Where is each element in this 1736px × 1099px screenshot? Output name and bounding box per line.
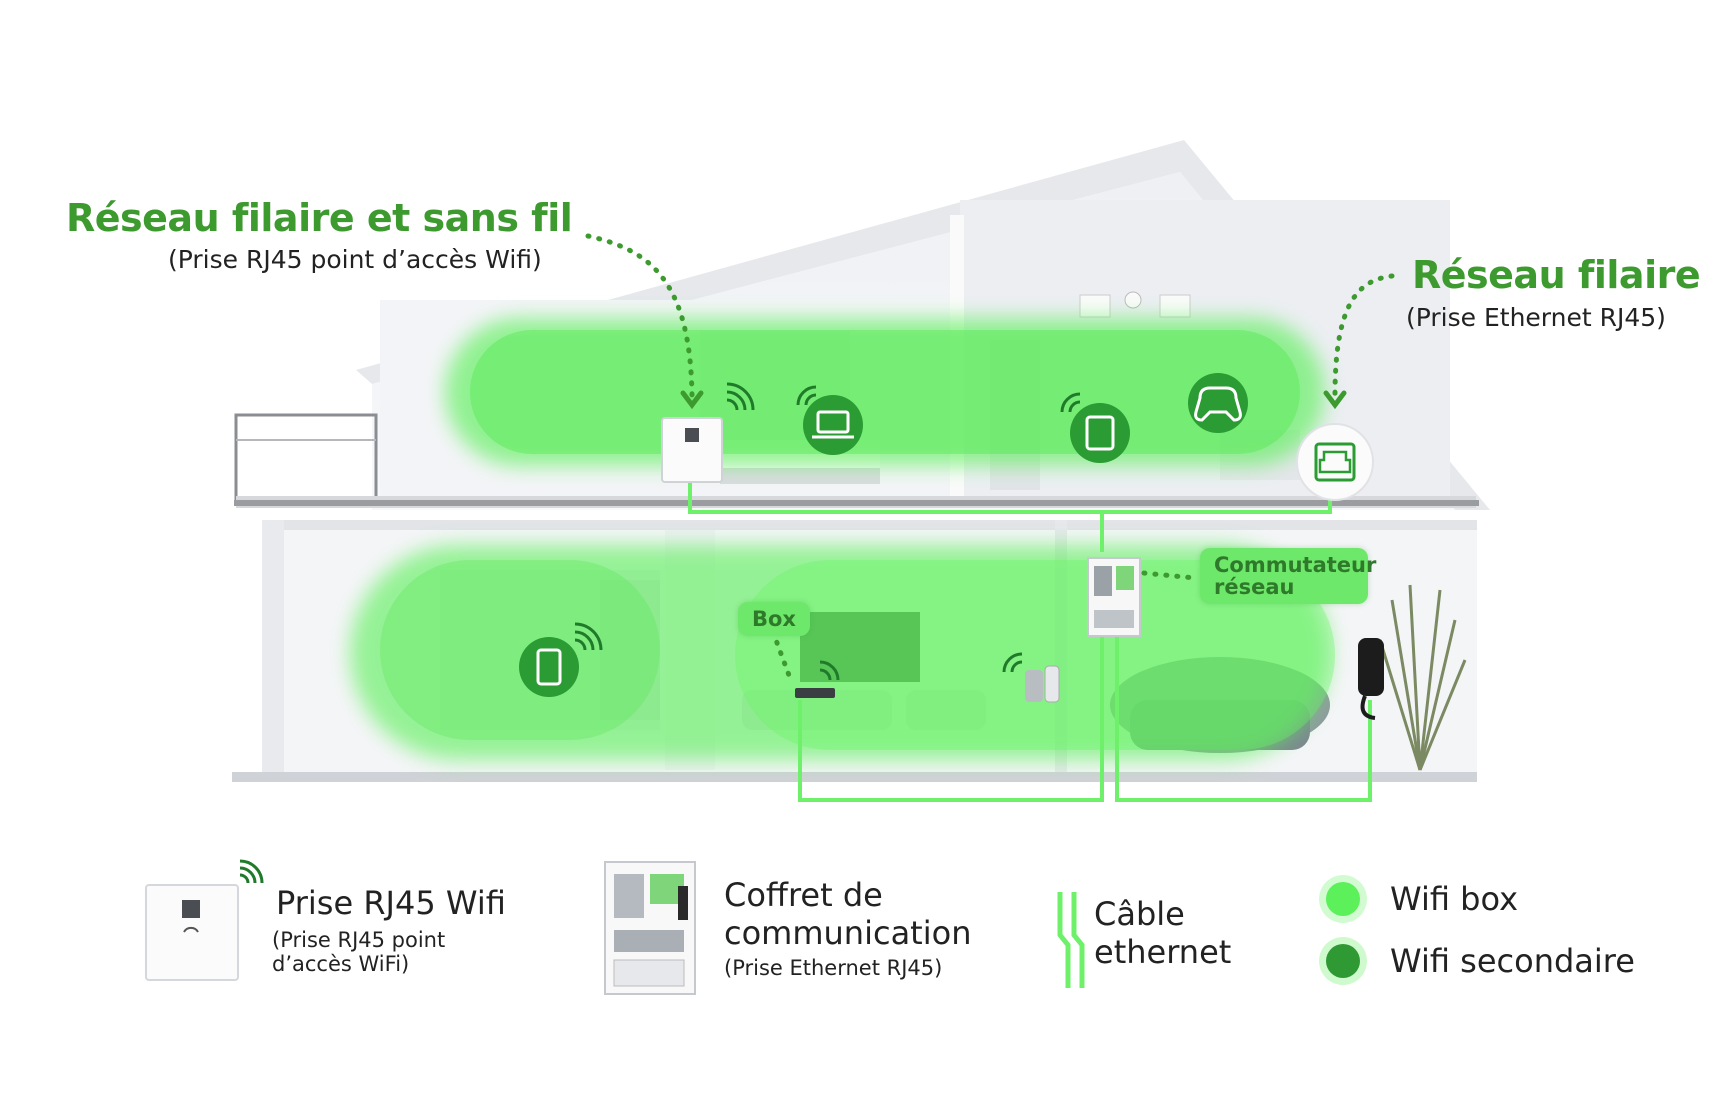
legend-coffret-sub: (Prise Ethernet RJ45) bbox=[724, 956, 943, 980]
callout-subtitle-wired: (Prise Ethernet RJ45) bbox=[1406, 303, 1666, 332]
legend-rj45-wifi: Prise RJ45 Wifi (Prise RJ45 point d’accè… bbox=[272, 884, 506, 976]
wifi-signal-icon bbox=[819, 660, 840, 681]
legend-rj45-wifi-title: Prise RJ45 Wifi bbox=[276, 884, 506, 922]
legend-cable: Câble ethernet bbox=[1094, 895, 1231, 971]
legend-cable-line2: ethernet bbox=[1094, 933, 1232, 971]
legend-rj45-outlet-image bbox=[145, 884, 239, 981]
wifi-signal-icon bbox=[796, 385, 817, 406]
wifi-signal-icon bbox=[726, 382, 755, 411]
callout-pointers bbox=[585, 233, 1395, 681]
legend-cable-symbol bbox=[1057, 892, 1085, 988]
arrow-head-right bbox=[1323, 390, 1347, 410]
internet-box-device bbox=[795, 688, 835, 698]
communication-cabinet bbox=[1087, 557, 1141, 637]
wifi-signal-icon bbox=[574, 622, 603, 651]
wifi-signal-icon bbox=[1002, 652, 1023, 673]
legend-rj45-wifi-sub-line2: d’accès WiFi) bbox=[272, 952, 410, 976]
gamepad-icon bbox=[1188, 373, 1248, 433]
callout-title-wired-wireless: Réseau filaire et sans fil bbox=[66, 196, 573, 240]
legend-rj45-wifi-sub-line1: (Prise RJ45 point bbox=[272, 928, 446, 952]
legend-coffret-title-line1: Coffret de bbox=[724, 876, 883, 914]
callout-subtitle-wired-wireless: (Prise RJ45 point d’accès Wifi) bbox=[168, 245, 542, 274]
network-switch-tag-line2: réseau bbox=[1214, 575, 1295, 599]
legend-coffret: Coffret de communication (Prise Ethernet… bbox=[724, 876, 971, 980]
callout-title-wired: Réseau filaire bbox=[1412, 253, 1701, 297]
tablet-icon bbox=[1070, 403, 1130, 463]
wifi-secondary-swatch bbox=[1326, 944, 1360, 978]
legend-wifi-box-label: Wifi box bbox=[1390, 880, 1518, 918]
legend-wifi-secondary: Wifi secondaire bbox=[1326, 942, 1635, 980]
wifi-signal-icon bbox=[239, 859, 264, 884]
ethernet-cables bbox=[688, 470, 1372, 802]
legend-wifi-secondary-label: Wifi secondaire bbox=[1390, 942, 1635, 980]
smart-speaker-device bbox=[1025, 665, 1060, 703]
laptop-icon bbox=[803, 395, 863, 455]
legend-wifi-box: Wifi box bbox=[1326, 880, 1518, 918]
wifi-box-swatch bbox=[1326, 882, 1360, 916]
network-switch-tag: Commutateur réseau bbox=[1200, 548, 1377, 604]
ev-charger-icon bbox=[1358, 638, 1384, 720]
wifi-signal-icon bbox=[1060, 392, 1081, 413]
network-switch-tag-line1: Commutateur bbox=[1214, 553, 1377, 577]
rj45-wifi-outlet bbox=[661, 417, 723, 483]
box-tag: Box bbox=[738, 602, 810, 636]
smartphone-icon bbox=[519, 637, 579, 697]
legend-coffret-image bbox=[604, 861, 696, 995]
legend-cable-line1: Câble bbox=[1094, 895, 1185, 933]
legend-coffret-title-line2: communication bbox=[724, 914, 972, 952]
ethernet-port-icon bbox=[1296, 423, 1374, 501]
arrow-head-left bbox=[680, 390, 704, 410]
